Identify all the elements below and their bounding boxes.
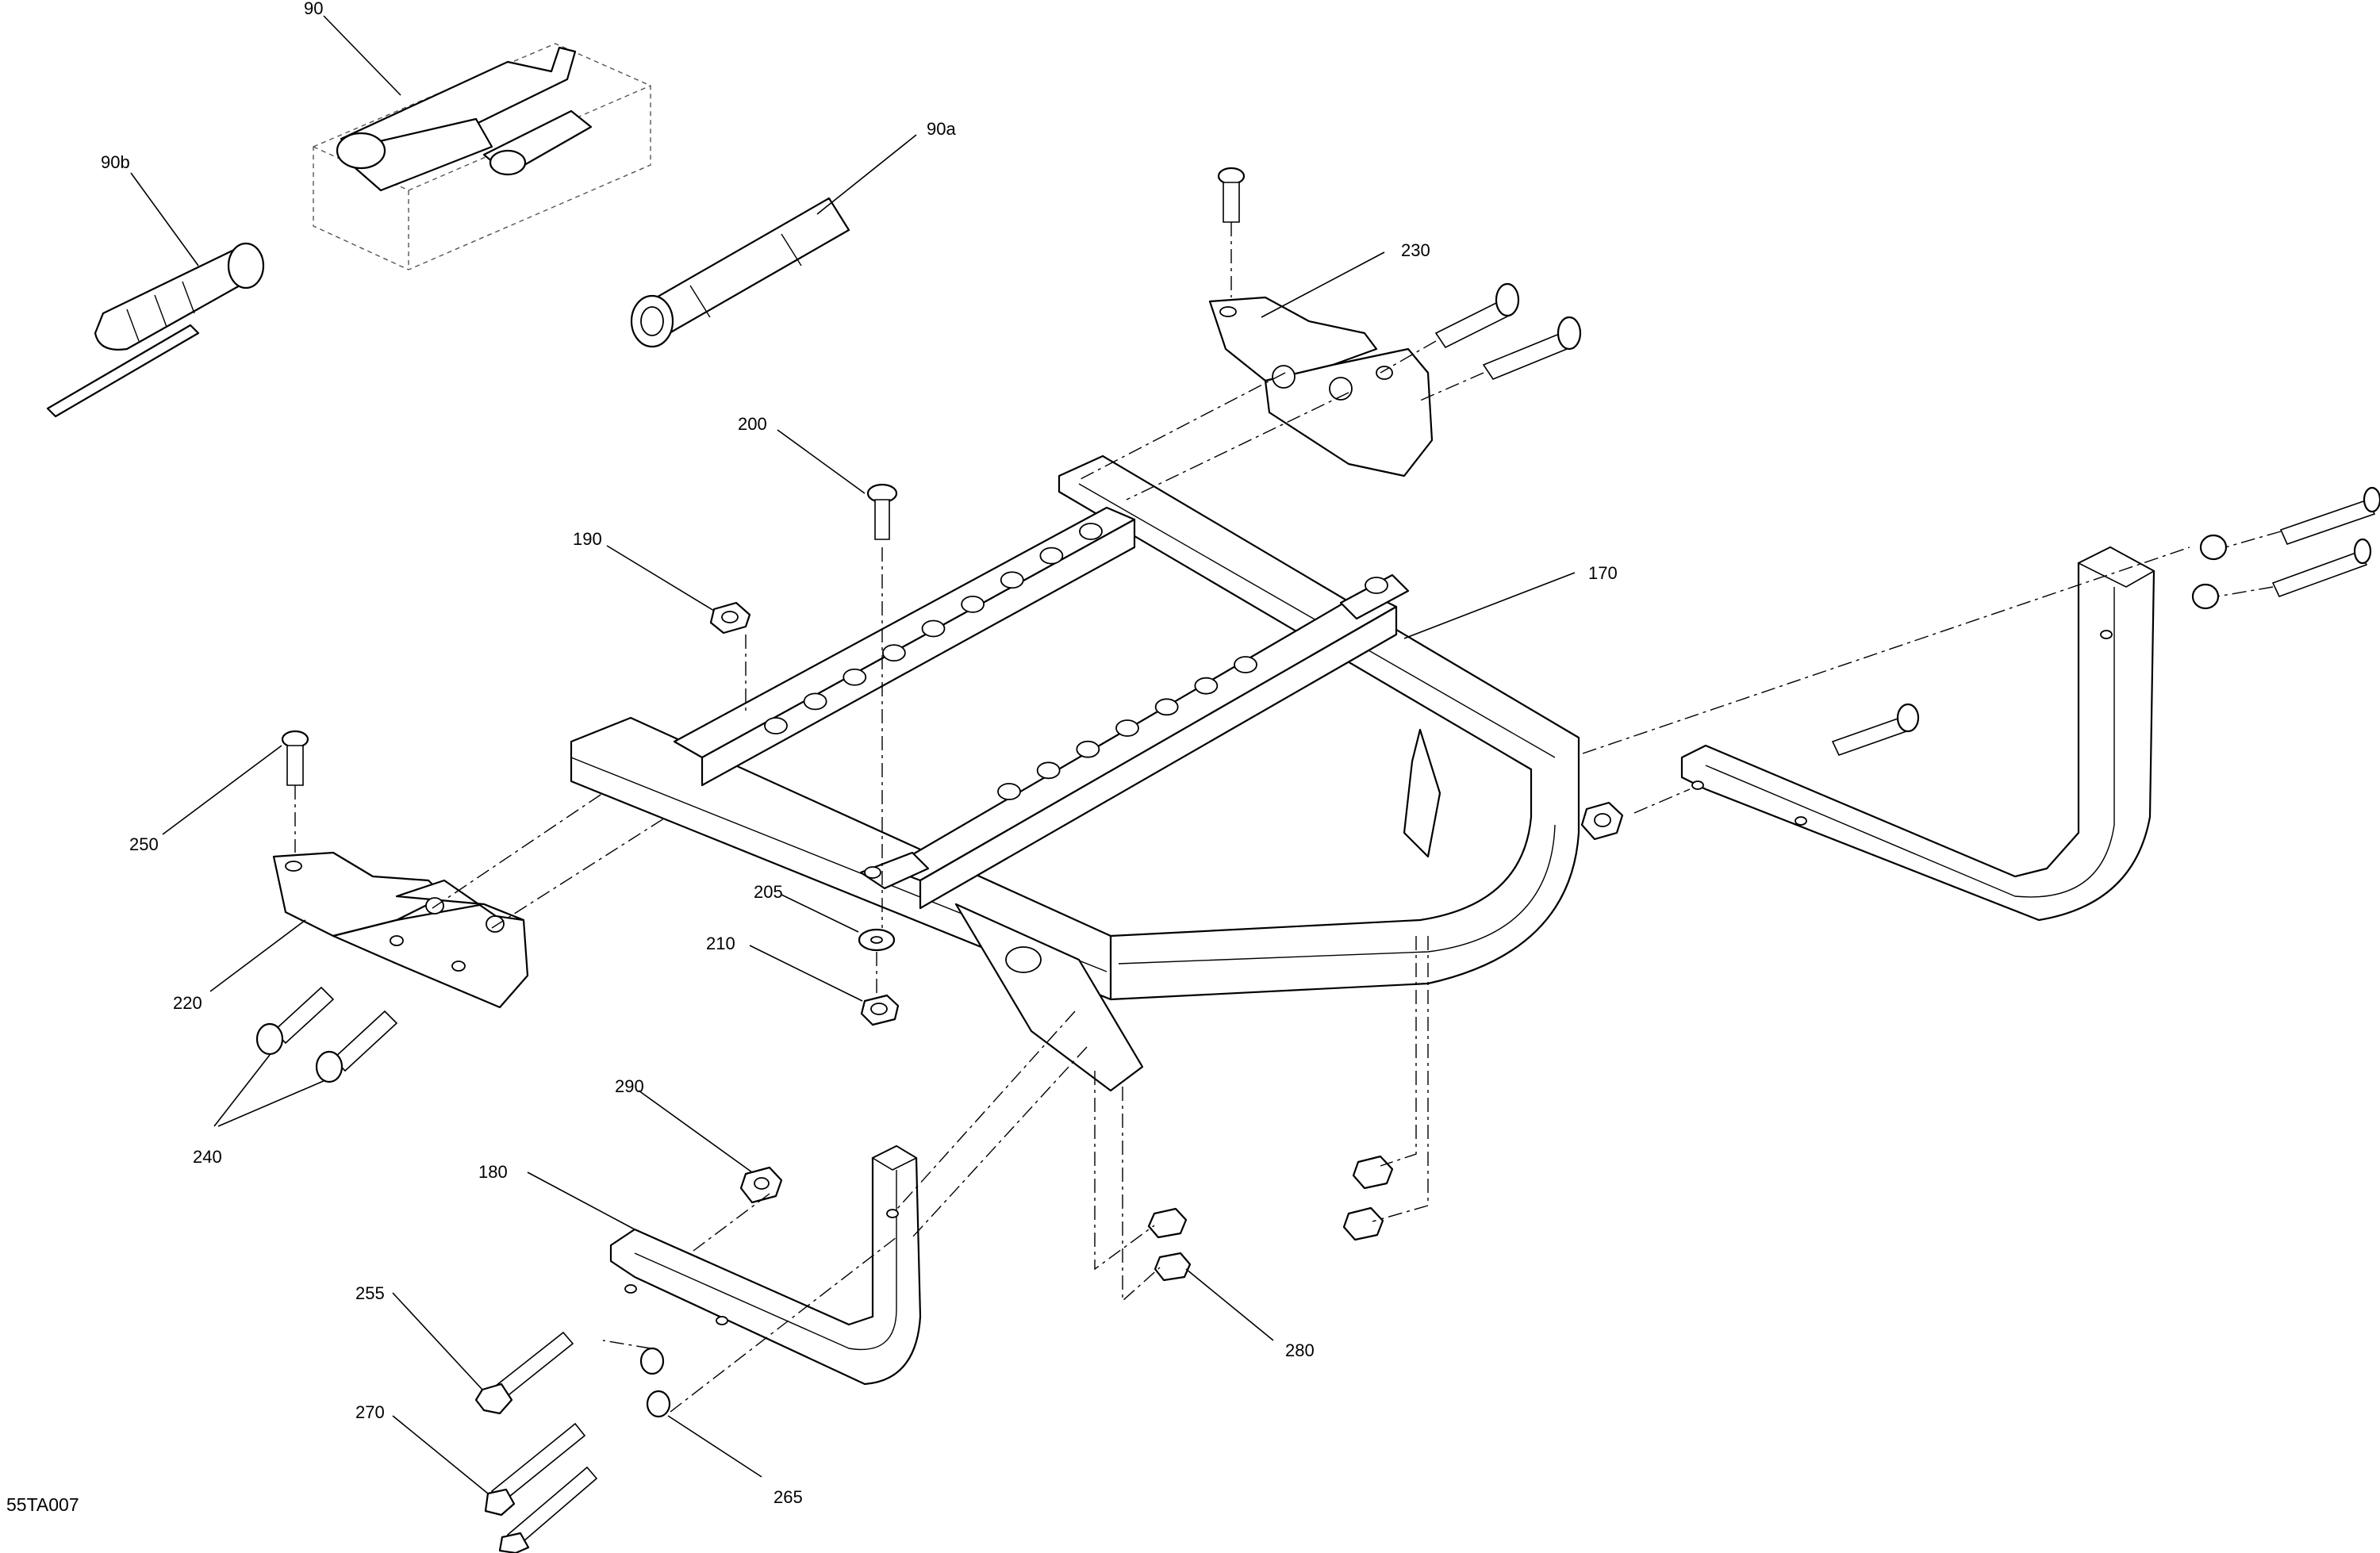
crossbar-hole xyxy=(1234,656,1257,673)
crossbar-hole xyxy=(1076,740,1100,758)
crossbar-hole xyxy=(1115,719,1139,737)
crossbar-hole xyxy=(1154,698,1179,716)
right-bumper-tube[interactable] xyxy=(1680,546,2155,922)
crossbar-hole xyxy=(1194,677,1219,695)
callout-190: 190 xyxy=(573,529,602,549)
callout-labels: 90 90a 90b 170 180 190 200 205 210 220 2… xyxy=(6,0,1618,1515)
callout-90a: 90a xyxy=(927,119,956,139)
callout-200: 200 xyxy=(738,414,767,434)
callout-240: 240 xyxy=(193,1147,222,1167)
crossbar-hole xyxy=(881,644,906,662)
callout-180: 180 xyxy=(478,1162,508,1182)
crossbar-hole xyxy=(997,783,1021,800)
callout-280: 280 xyxy=(1285,1340,1315,1360)
right-hardware[interactable] xyxy=(1580,486,2380,841)
bolt-230-top[interactable] xyxy=(1217,167,1246,223)
assembly-lines xyxy=(294,222,2282,1413)
screwdriver[interactable] xyxy=(46,242,265,418)
left-mount-bracket[interactable] xyxy=(272,851,529,1009)
crossbar-hole xyxy=(1036,761,1061,780)
callout-265: 265 xyxy=(774,1487,803,1507)
callout-90b: 90b xyxy=(101,152,130,172)
nut-190[interactable] xyxy=(709,601,751,635)
bolt-200[interactable] xyxy=(866,483,898,540)
crossbar-holes xyxy=(764,523,1257,800)
main-frame[interactable] xyxy=(570,454,1580,1092)
crossbar-hole xyxy=(921,619,946,638)
callout-90: 90 xyxy=(304,0,323,18)
nuts-280[interactable] xyxy=(1147,1155,1394,1282)
pins-230[interactable] xyxy=(1434,282,1582,380)
crossbar-hole xyxy=(1079,523,1103,540)
callout-170: 170 xyxy=(1588,563,1618,583)
crossbar-hole xyxy=(1000,571,1024,589)
crossbar-hole xyxy=(803,692,827,711)
tool-kit-case[interactable] xyxy=(313,43,651,270)
crossbar-hole xyxy=(764,717,788,734)
callout-250: 250 xyxy=(129,834,159,854)
washers-265[interactable] xyxy=(639,1347,671,1418)
callout-270: 270 xyxy=(355,1402,385,1422)
bolts-255-270[interactable] xyxy=(474,1331,598,1553)
diagram-code: 55TA007 xyxy=(6,1494,79,1515)
washer-205[interactable] xyxy=(858,928,896,952)
callout-290: 290 xyxy=(615,1076,644,1096)
callout-230: 230 xyxy=(1401,240,1430,260)
left-bumper-tube[interactable] xyxy=(609,1145,922,1386)
nut-210[interactable] xyxy=(860,994,900,1026)
leader-lines xyxy=(130,15,1576,1494)
bolts-240[interactable] xyxy=(255,986,398,1083)
crossbar-hole xyxy=(961,595,985,613)
nut-290[interactable] xyxy=(739,1166,783,1204)
callout-205: 205 xyxy=(754,882,783,902)
right-mount-bracket[interactable] xyxy=(1208,296,1434,477)
callout-210: 210 xyxy=(706,934,735,953)
crossbar-hole xyxy=(843,668,867,686)
box-wrench[interactable] xyxy=(630,197,850,348)
callout-220: 220 xyxy=(173,993,202,1013)
crossbar-hole xyxy=(1039,546,1064,565)
callout-255: 255 xyxy=(355,1283,385,1303)
bolt-250[interactable] xyxy=(281,730,309,786)
